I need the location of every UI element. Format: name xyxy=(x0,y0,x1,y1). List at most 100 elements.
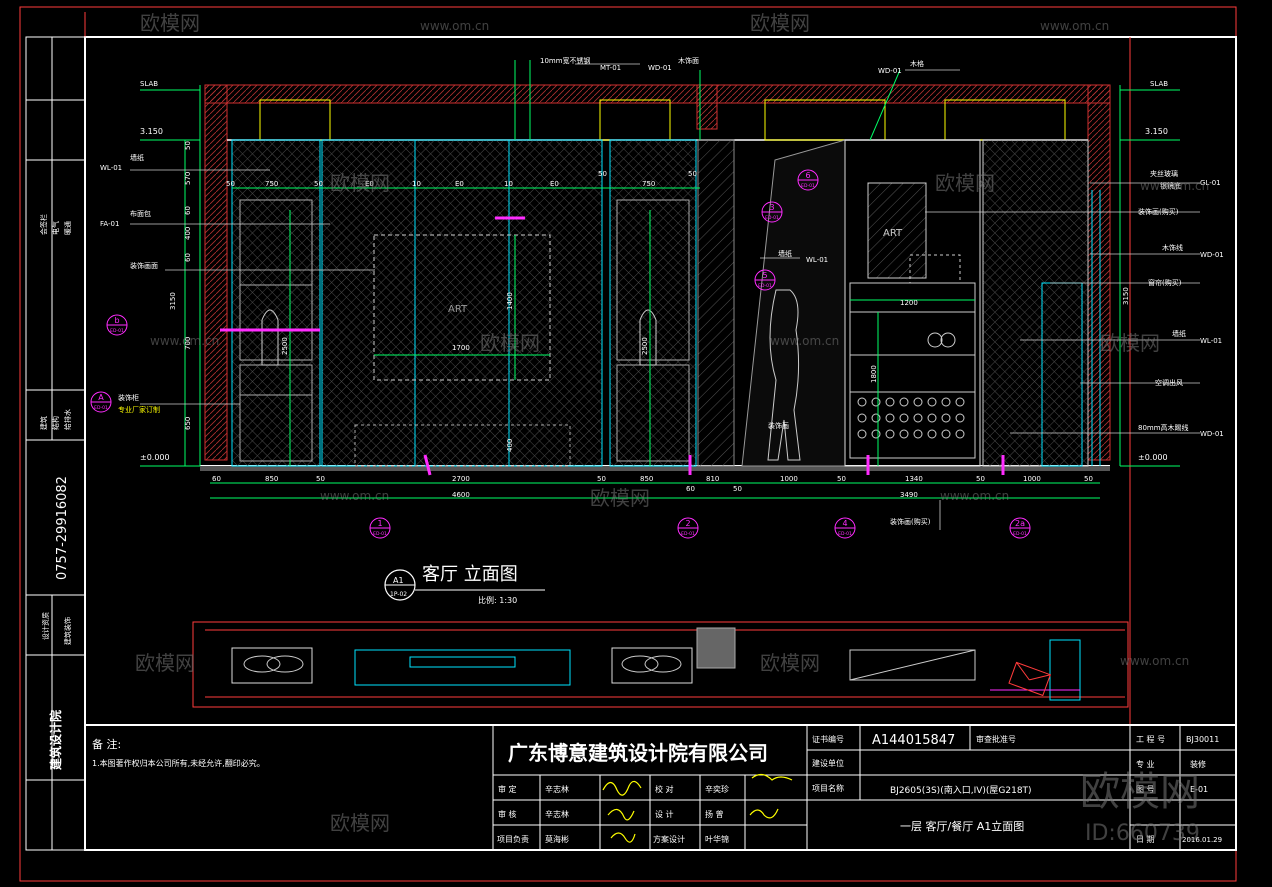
section-marker-ref: ED-01 xyxy=(94,405,108,411)
dim-inner-7: E0 xyxy=(550,180,559,188)
dim-inner-14: 2500 xyxy=(641,337,649,355)
watermark-id: ID:660739 xyxy=(1085,821,1200,846)
level-floor-right: ±0.000 xyxy=(1138,453,1168,462)
dim-inner-11: 1700 xyxy=(452,344,470,352)
section-marker-ref: ED-01 xyxy=(373,531,387,537)
dim-inner-15: 1200 xyxy=(900,299,918,307)
section-marker-5: 5ED-01 xyxy=(754,269,776,291)
drawing-scale: 比例: 1:30 xyxy=(478,595,517,605)
role-0: 审 定 xyxy=(498,784,517,794)
right-value-3: 2016.01.29 xyxy=(1182,836,1222,844)
dim-left-6: 700 xyxy=(184,337,192,350)
role2-0: 校 对 xyxy=(655,784,674,794)
dim-left-2: 60 xyxy=(184,206,192,215)
right-label-2: 图 号 xyxy=(1136,785,1155,794)
label-wd01-r: WD-01 xyxy=(1200,251,1224,259)
dim-inner-5: E0 xyxy=(455,180,464,188)
label-fabric: 布面包 xyxy=(130,209,151,218)
watermark-brand-8: 欧模网 xyxy=(135,651,195,675)
watermark-url-7: www.om.cn xyxy=(1140,179,1209,193)
sidebar-phone: 0757-29916082 xyxy=(55,476,70,580)
dim-bottom-4: 50 xyxy=(597,475,606,483)
dim-bottom-1: 850 xyxy=(265,475,278,483)
project-label: 项目名称 xyxy=(812,783,844,793)
dim-inner-1: 750 xyxy=(265,180,278,188)
art-label-right: ART xyxy=(883,228,903,239)
watermark-brand-4: 欧模网 xyxy=(935,171,995,195)
dim-bottom-2: 50 xyxy=(316,475,325,483)
section-marker-ref: ED-01 xyxy=(801,183,815,189)
dim-inner-8: 50 xyxy=(598,170,607,178)
section-marker-A: AED-01 xyxy=(90,391,112,413)
mid-cabinet xyxy=(609,139,697,467)
dim-inner-3: E0 xyxy=(365,180,374,188)
label-fa01: FA-01 xyxy=(100,220,119,228)
level-ceiling-left: 3.150 xyxy=(140,127,163,136)
label-painting: 装饰画(购买) xyxy=(1138,207,1179,216)
dim-left-1: 570 xyxy=(184,172,192,185)
dim-bottom-8: 50 xyxy=(733,485,742,493)
callout-wd01b: WD-01 xyxy=(878,67,902,75)
dim-left-4: 60 xyxy=(184,253,192,262)
left-cabinet xyxy=(231,139,321,467)
level-slab-left: SLAB xyxy=(140,80,158,88)
dim-right: 3150 xyxy=(1122,287,1130,305)
callout-steel: 10mm宽不锈钢 xyxy=(540,56,591,65)
section-marker-num: 5 xyxy=(762,271,767,280)
dim-left-5: 3150 xyxy=(169,292,177,310)
right-label-0: 工 程 号 xyxy=(1136,735,1165,744)
leader-lines xyxy=(130,63,1200,530)
sidebar-stage-0: 会签栏 xyxy=(39,214,48,235)
callout-wd01a: WD-01 xyxy=(648,64,672,72)
right-label-3: 日 期 xyxy=(1136,835,1155,844)
dim-inner-0: 50 xyxy=(226,180,235,188)
dim-bottom-5: 850 xyxy=(640,475,653,483)
right-value-1: 装修 xyxy=(1190,759,1206,769)
k1-marker-icon xyxy=(1008,661,1051,697)
label-mirror: 银镜底 xyxy=(1160,181,1181,190)
label-curtain: 窗帘(购买) xyxy=(1148,278,1182,287)
dim-bottom-10: 50 xyxy=(837,475,846,483)
wall-label-wallpaper: 墙纸 xyxy=(778,249,792,258)
callout-mt01: MT-01 xyxy=(600,64,621,72)
view-tag-bottom: 1P-02 xyxy=(390,591,407,598)
title-block-frame xyxy=(84,724,1237,851)
watermark-url-3: www.om.cn xyxy=(150,334,219,348)
label-wl01: WL-01 xyxy=(100,164,122,172)
floor-plan-strip xyxy=(192,621,1129,708)
dim-inner-13: 2500 xyxy=(281,337,289,355)
dim-inner-17: 400 xyxy=(506,439,514,452)
section-marker-ref: ED-01 xyxy=(110,328,124,334)
dim-inner-2: 50 xyxy=(314,180,323,188)
sidebar-institute: 建筑设计院 xyxy=(48,710,63,771)
section-marker-2: 2ED-01 xyxy=(677,517,699,539)
section-marker-1: 1ED-01 xyxy=(369,517,391,539)
sidebar-stage-2: 结构 xyxy=(51,416,60,430)
dim-inner-16: 1800 xyxy=(870,365,878,383)
section-marker-num: b xyxy=(114,316,119,325)
section-marker-4: 4ED-01 xyxy=(834,517,856,539)
dim-left-7: 650 xyxy=(184,417,192,430)
level-ceiling-right: 3.150 xyxy=(1145,127,1168,136)
watermark-brand-6: 欧模网 xyxy=(1100,331,1160,355)
dim-bottom-9: 1000 xyxy=(780,475,798,483)
dim-bottom-13: 1000 xyxy=(1023,475,1041,483)
label-gl01: GL-01 xyxy=(1200,179,1221,187)
dim-bottom-3: 2700 xyxy=(452,475,470,483)
dim-bottom-11: 1340 xyxy=(905,475,923,483)
signature-marks xyxy=(602,773,793,843)
section-marker-num: 4 xyxy=(842,519,847,528)
label-wd01-skirt: WD-01 xyxy=(1200,430,1224,438)
notes-text: 1.本图著作权归本公司所有,未经允许,翻印必究。 xyxy=(92,758,265,768)
view-tag-top: A1 xyxy=(393,576,404,585)
section-marker-num: 3 xyxy=(769,203,774,212)
label-custom: 专业厂家订制 xyxy=(118,405,160,414)
section-marker-ref: ED-01 xyxy=(1013,531,1027,537)
label-wallpaper-r: 墙纸 xyxy=(1172,329,1186,338)
company-name: 广东博意建筑设计院有限公司 xyxy=(508,741,768,765)
name2-2: 叶华锦 xyxy=(705,834,729,844)
dim-bottom-0: 60 xyxy=(212,475,221,483)
section-marker-ref: ED-01 xyxy=(758,283,772,289)
